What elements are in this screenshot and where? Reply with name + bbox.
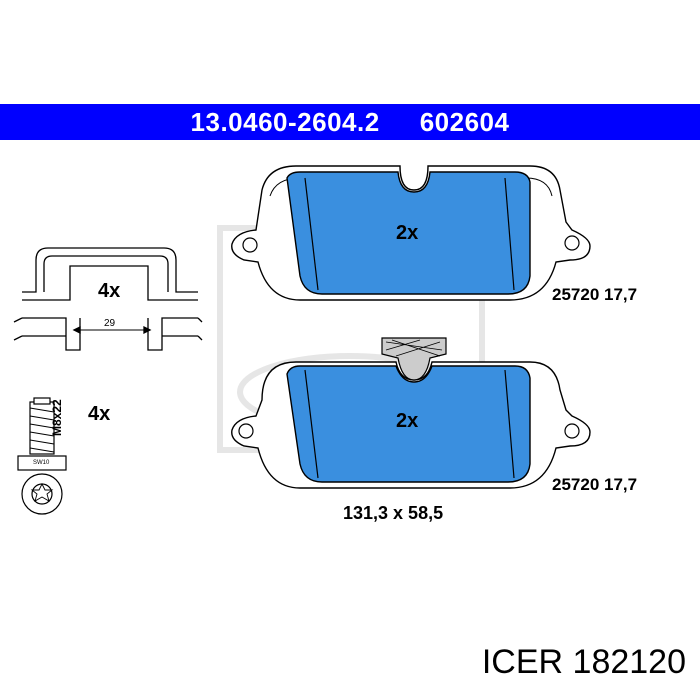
guide-bolt — [17, 397, 67, 515]
bolt-drive: SW10 — [33, 460, 50, 466]
pad-bottom-right-hole — [564, 423, 580, 439]
pad-bottom-friction — [286, 365, 531, 483]
bolt-thread: M8x22 — [50, 399, 64, 436]
clip-quantity: 4x — [98, 280, 121, 302]
pad-top-spec: 25720 17,7 — [552, 285, 638, 304]
part-number: 13.0460-2604.2 — [190, 106, 380, 137]
spring-clip — [13, 247, 203, 351]
pad-top-right-hole — [564, 235, 580, 251]
pad-top-friction — [286, 171, 531, 295]
pad-dimensions: 131,3 x 58,5 — [343, 503, 444, 523]
pad-bottom-left-hole — [238, 423, 254, 439]
pad-top-quantity: 2x — [396, 222, 419, 244]
reference-number: 602604 — [419, 106, 510, 137]
pad-bottom-spec: 25720 17,7 — [552, 475, 638, 494]
brake-pad-bottom — [231, 337, 591, 489]
header-band: 13.0460-2604.2 602604 — [0, 104, 700, 140]
wear-sensor-clip — [381, 337, 447, 381]
pad-top-left-hole — [242, 237, 258, 253]
clip-spacing: 29 — [104, 318, 116, 329]
pad-bottom-quantity: 2x — [396, 410, 419, 432]
brand-code: ICER 182120 — [481, 643, 686, 681]
bolt-quantity: 4x — [88, 403, 111, 425]
brake-pad-top — [231, 165, 591, 301]
